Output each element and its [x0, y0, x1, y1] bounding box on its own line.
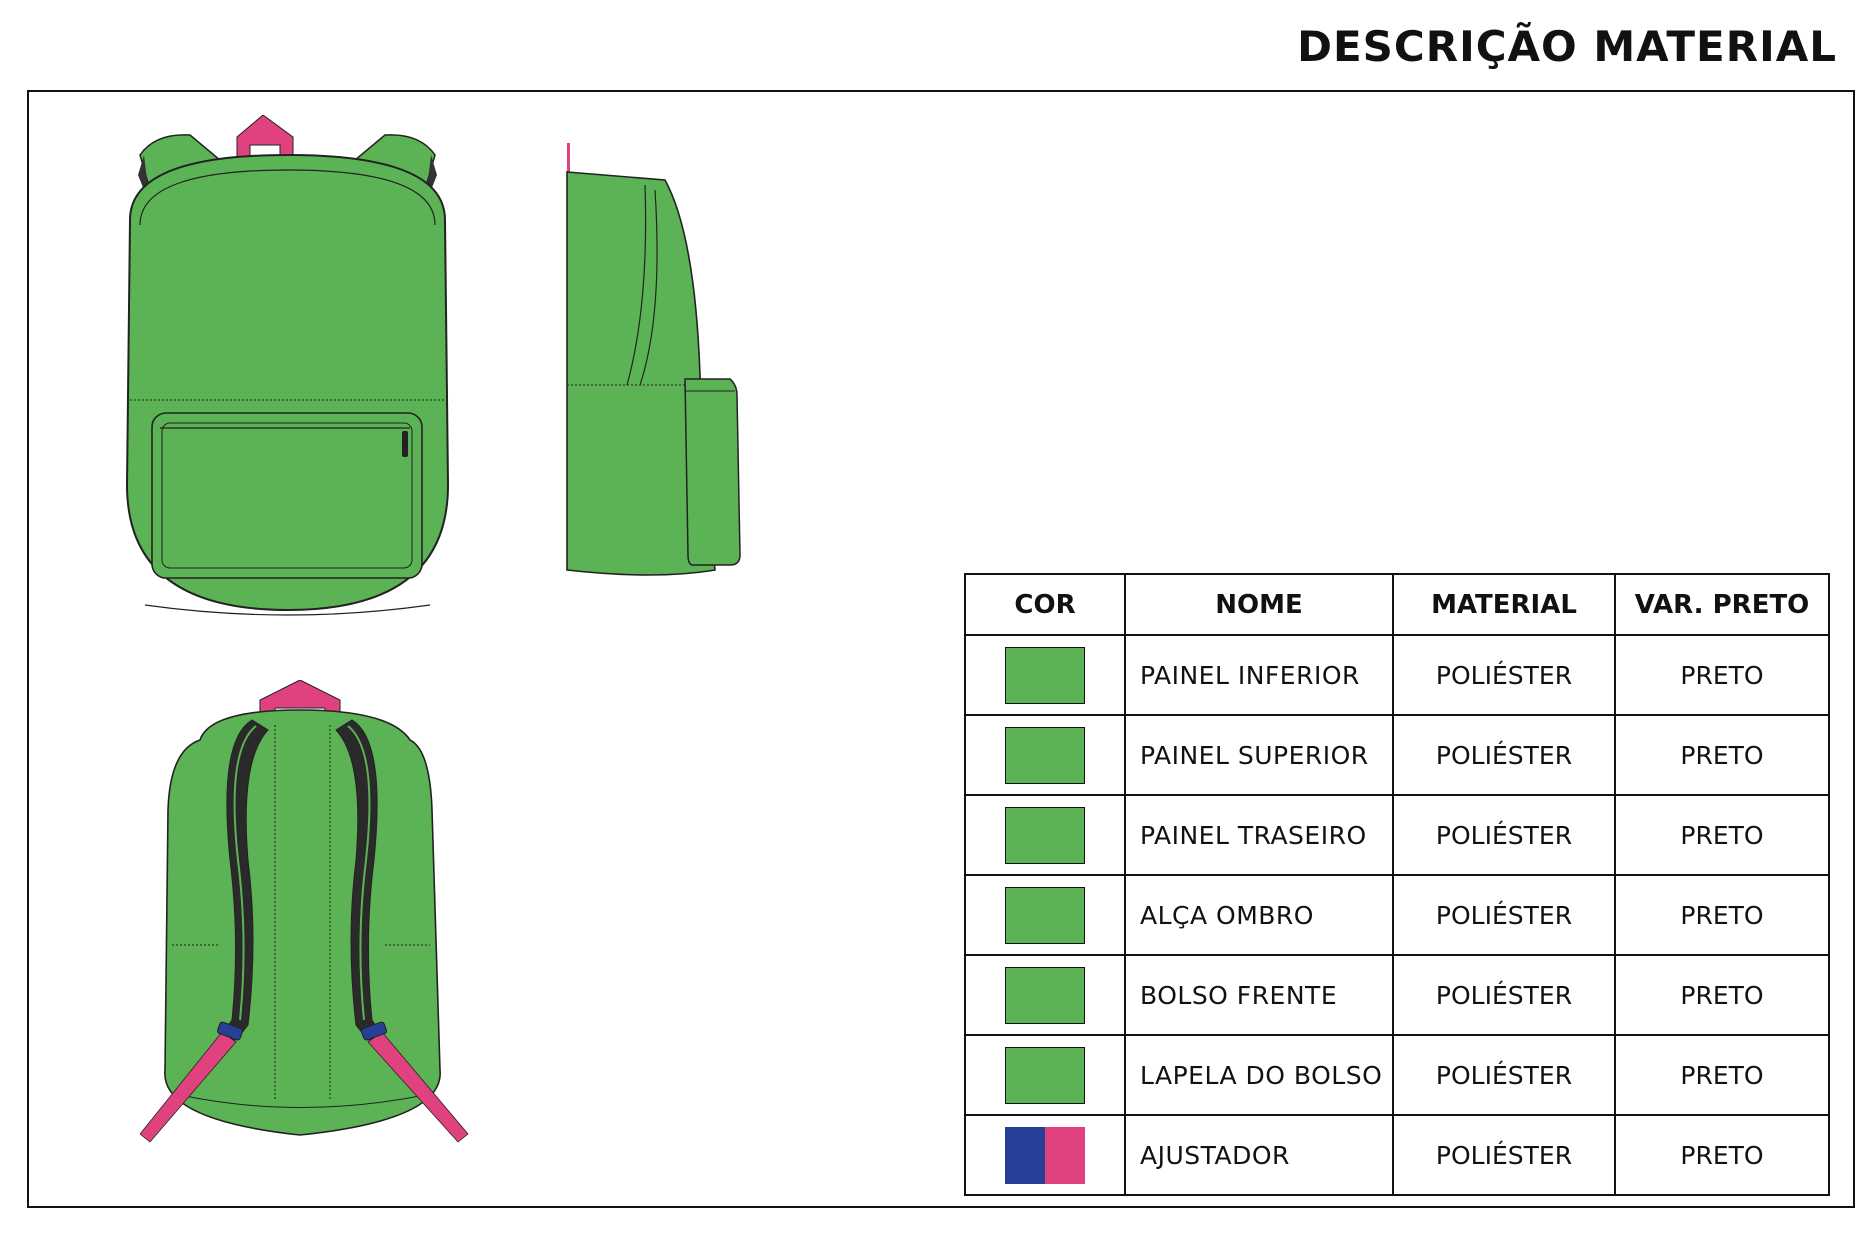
- table-header-row: COR NOME MATERIAL VAR. PRETO: [964, 573, 1830, 636]
- backpack-back-view: [140, 680, 469, 1143]
- name-cell: PAINEL TRASEIRO: [1124, 794, 1394, 876]
- name-cell: ALÇA OMBRO: [1124, 874, 1394, 956]
- variant-cell: PRETO: [1614, 714, 1830, 796]
- header-var-preto: VAR. PRETO: [1614, 573, 1830, 636]
- variant-cell: PRETO: [1614, 954, 1830, 1036]
- front-pocket: [151, 412, 423, 579]
- material-table: COR NOME MATERIAL VAR. PRETO PAINEL INFE…: [964, 573, 1830, 1196]
- material-cell: POLIÉSTER: [1392, 714, 1616, 796]
- variant-cell: PRETO: [1614, 794, 1830, 876]
- side-pocket: [684, 378, 741, 566]
- color-swatch: [1005, 726, 1085, 784]
- color-swatch: [1005, 1126, 1085, 1184]
- variant-cell: PRETO: [1614, 1114, 1830, 1196]
- adjuster-left: [217, 1021, 243, 1041]
- header-material: MATERIAL: [1392, 573, 1616, 636]
- side-body: [566, 171, 716, 576]
- variant-cell: PRETO: [1614, 1034, 1830, 1116]
- name-cell: LAPELA DO BOLSO: [1124, 1034, 1394, 1116]
- color-cell: [964, 954, 1126, 1036]
- header-nome: NOME: [1124, 573, 1394, 636]
- name-cell: AJUSTADOR: [1124, 1114, 1394, 1196]
- color-swatch: [1005, 646, 1085, 704]
- color-swatch: [1005, 1046, 1085, 1104]
- material-cell: POLIÉSTER: [1392, 794, 1616, 876]
- page-title: DESCRIÇÃO MATERIAL: [1297, 22, 1837, 71]
- material-cell: POLIÉSTER: [1392, 954, 1616, 1036]
- color-swatch: [1005, 806, 1085, 864]
- name-cell: BOLSO FRENTE: [1124, 954, 1394, 1036]
- material-cell: POLIÉSTER: [1392, 874, 1616, 956]
- color-swatch: [1005, 966, 1085, 1024]
- variant-cell: PRETO: [1614, 874, 1830, 956]
- name-cell: PAINEL SUPERIOR: [1124, 714, 1394, 796]
- webbing-right: [367, 1031, 469, 1143]
- variant-cell: PRETO: [1614, 634, 1830, 716]
- color-cell: [964, 714, 1126, 796]
- color-cell: [964, 1034, 1126, 1116]
- color-cell: [964, 1114, 1126, 1196]
- header-cor: COR: [964, 573, 1126, 636]
- name-cell: PAINEL INFERIOR: [1124, 634, 1394, 716]
- zipper-pull: [402, 431, 408, 457]
- material-cell: POLIÉSTER: [1392, 1114, 1616, 1196]
- color-cell: [964, 874, 1126, 956]
- color-cell: [964, 794, 1126, 876]
- backpack-side-view: [566, 143, 741, 576]
- top-handle: [236, 115, 294, 161]
- color-swatch: [1005, 886, 1085, 944]
- material-cell: POLIÉSTER: [1392, 1034, 1616, 1116]
- webbing-left: [140, 1031, 237, 1143]
- drawing-frame: [27, 90, 1855, 1208]
- adjuster-right: [361, 1021, 387, 1041]
- backpack-front-view: [125, 115, 450, 616]
- color-cell: [964, 634, 1126, 716]
- material-cell: POLIÉSTER: [1392, 634, 1616, 716]
